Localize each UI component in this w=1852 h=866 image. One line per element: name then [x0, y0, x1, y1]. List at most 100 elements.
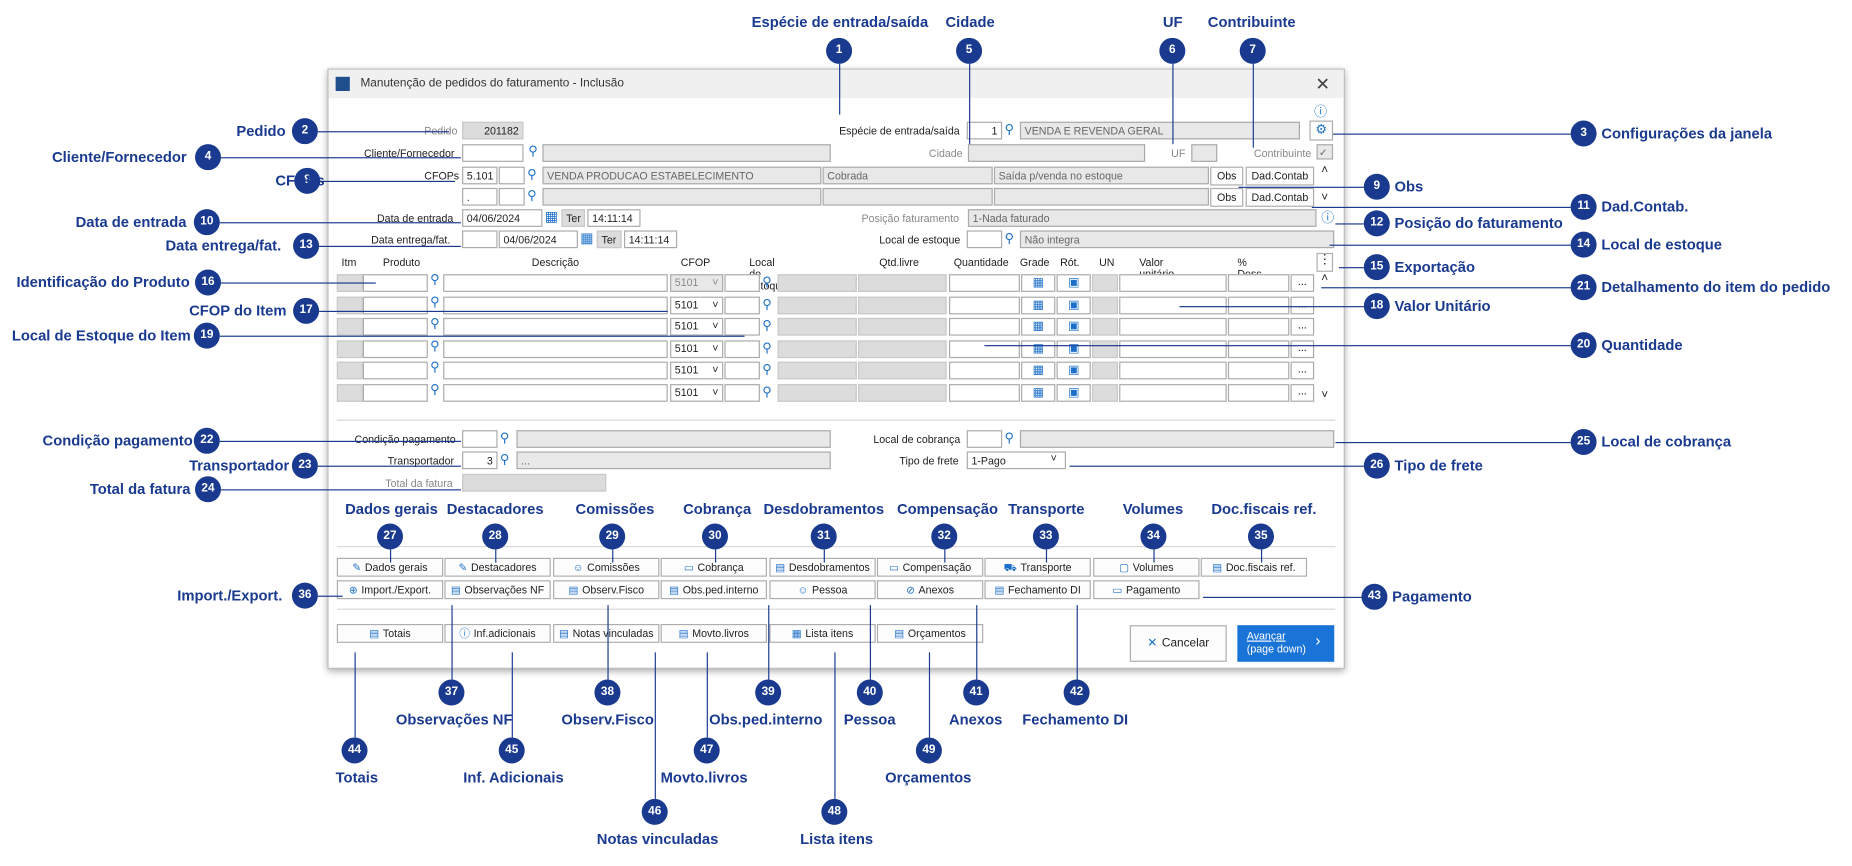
search-icon[interactable]: ⚲	[528, 144, 538, 159]
search-icon[interactable]: ⚲	[499, 452, 510, 467]
search-icon[interactable]: ⚲	[762, 363, 772, 378]
especie-code-field[interactable]: 1	[966, 121, 1003, 140]
item-detail-button[interactable]: ...	[1290, 362, 1315, 380]
doc-fiscais-ref--button[interactable]: ▤Doc.fiscais ref.	[1200, 557, 1308, 577]
movto-livros-button[interactable]: ▤Movto.livros	[660, 623, 767, 643]
anexos-button[interactable]: ⊘Anexos	[876, 580, 984, 600]
product-field[interactable]	[362, 384, 428, 402]
volumes-button[interactable]: ▢Volumes	[1093, 557, 1200, 577]
close-icon[interactable]: ✕	[1315, 74, 1331, 95]
grid-icon[interactable]: ▦	[1021, 274, 1056, 292]
search-icon[interactable]: ⚲	[430, 316, 440, 332]
search-icon[interactable]: ⚲	[430, 382, 440, 398]
comiss-es-button[interactable]: ☺Comissões	[553, 557, 660, 577]
grid-scroll-up-icon[interactable]: ˄	[1321, 271, 1329, 285]
cfop-item-select[interactable]: 5101˅	[670, 318, 724, 336]
local-field[interactable]	[724, 384, 760, 402]
compensa-o-button[interactable]: ▭Compensação	[876, 557, 984, 577]
help-icon[interactable]: ⓘ	[1314, 105, 1328, 120]
grid-cell[interactable]	[1227, 340, 1290, 358]
scroll-up-icon[interactable]: ˄	[1321, 164, 1329, 178]
cfop-item-select[interactable]: 5101˅	[670, 362, 724, 380]
calendar-icon[interactable]: ▦	[544, 207, 559, 225]
local-field[interactable]	[724, 340, 760, 358]
grid-scroll-down-icon[interactable]: ˅	[1321, 388, 1329, 402]
product-field[interactable]	[362, 340, 428, 358]
search-icon[interactable]: ⚲	[527, 189, 537, 204]
product-field[interactable]	[362, 296, 428, 314]
data-entrega-hora[interactable]: 14:11:14	[623, 230, 678, 249]
obs-button[interactable]: Obs	[1210, 166, 1244, 186]
search-icon[interactable]: ⚲	[1004, 122, 1015, 138]
cfop-item-select[interactable]: 5101˅	[670, 340, 724, 358]
advance-button[interactable]: Avançar (page down) ›	[1237, 625, 1335, 662]
product-field[interactable]	[362, 362, 428, 380]
import-export--button[interactable]: ⊕Import./Export.	[336, 580, 444, 600]
pessoa-button[interactable]: ☺Pessoa	[769, 580, 876, 600]
cobran-a-button[interactable]: ▭Cobrança	[660, 557, 767, 577]
dadcontab-button[interactable]: Dad.Contab	[1245, 166, 1315, 186]
transportador-field[interactable]: 3	[462, 451, 498, 470]
label-icon[interactable]: ▣	[1056, 318, 1091, 336]
desc-field[interactable]	[1119, 340, 1227, 358]
description-field[interactable]	[443, 318, 668, 336]
cliente-field[interactable]	[462, 144, 524, 162]
contribuinte-checkbox[interactable]: ✓	[1316, 144, 1334, 160]
fechamento-di-button[interactable]: ▤Fechamento DI	[984, 580, 1091, 600]
grid-cell[interactable]	[1227, 274, 1290, 292]
search-icon[interactable]: ⚲	[1004, 431, 1015, 446]
local-field[interactable]	[724, 296, 760, 314]
desdobramentos-button[interactable]: ▤Desdobramentos	[769, 557, 876, 577]
notas-vinculadas-button[interactable]: ▤Notas vinculadas	[553, 623, 660, 643]
desc-field[interactable]	[1119, 362, 1227, 380]
destacadores-button[interactable]: ✎Destacadores	[444, 557, 551, 577]
item-detail-button[interactable]: ...	[1290, 340, 1315, 358]
search-icon[interactable]: ⚲	[499, 431, 510, 446]
cfop1-field[interactable]: 5.101	[462, 166, 498, 185]
grid-cell[interactable]	[948, 362, 1020, 380]
label-icon[interactable]: ▣	[1056, 274, 1091, 292]
item-detail-button[interactable]: ...	[1290, 274, 1315, 292]
search-icon[interactable]: ⚲	[430, 338, 440, 354]
grid-cell[interactable]	[1227, 318, 1290, 336]
obs-button-2[interactable]: Obs	[1210, 187, 1244, 207]
grid-cell[interactable]	[1227, 384, 1290, 402]
grid-cell[interactable]	[948, 274, 1020, 292]
search-icon[interactable]: ⚲	[762, 319, 772, 334]
data-entrada-hora[interactable]: 14:11:14	[587, 209, 641, 227]
search-icon[interactable]: ⚲	[762, 275, 772, 290]
grid-icon[interactable]: ▦	[1021, 318, 1056, 336]
grid-icon[interactable]: ▦	[1021, 340, 1056, 358]
grid-cell[interactable]	[948, 384, 1020, 402]
observ-fisco-button[interactable]: ▤Observ.Fisco	[553, 580, 660, 600]
desc-field[interactable]	[1119, 384, 1227, 402]
local-estoque-field[interactable]	[966, 230, 1003, 249]
transporte-button[interactable]: ⛟Transporte	[984, 557, 1091, 577]
cfop-item-select[interactable]: 5101˅	[670, 296, 724, 314]
search-icon[interactable]: ⚲	[430, 272, 440, 288]
grid-cell[interactable]	[948, 340, 1020, 358]
desc-field[interactable]	[1119, 274, 1227, 292]
description-field[interactable]	[443, 362, 668, 380]
description-field[interactable]	[443, 384, 668, 402]
item-detail-button[interactable]: ...	[1290, 318, 1315, 336]
desc-field[interactable]	[1119, 318, 1227, 336]
grid-icon[interactable]: ▦	[1021, 384, 1056, 402]
product-field[interactable]	[362, 318, 428, 336]
or-amentos-button[interactable]: ▤Orçamentos	[876, 623, 984, 643]
condicao-field[interactable]	[462, 430, 498, 448]
grid-cell[interactable]	[1227, 362, 1290, 380]
more-vertical-icon[interactable]: ⋮	[1316, 252, 1334, 272]
scroll-down-icon[interactable]: ˅	[1321, 191, 1329, 205]
label-icon[interactable]: ▣	[1056, 296, 1091, 314]
data-entrega-field[interactable]: 04/06/2024	[498, 230, 578, 249]
search-icon[interactable]: ⚲	[527, 167, 537, 182]
cfop1-suffix-field[interactable]	[498, 166, 525, 185]
cfop2-field[interactable]: .	[462, 187, 498, 206]
grid-cell[interactable]	[1227, 296, 1290, 314]
description-field[interactable]	[443, 274, 668, 292]
cfop-item-select[interactable]: 5101˅	[670, 274, 724, 292]
search-icon[interactable]: ⚲	[430, 294, 440, 310]
search-icon[interactable]: ⚲	[762, 341, 772, 356]
